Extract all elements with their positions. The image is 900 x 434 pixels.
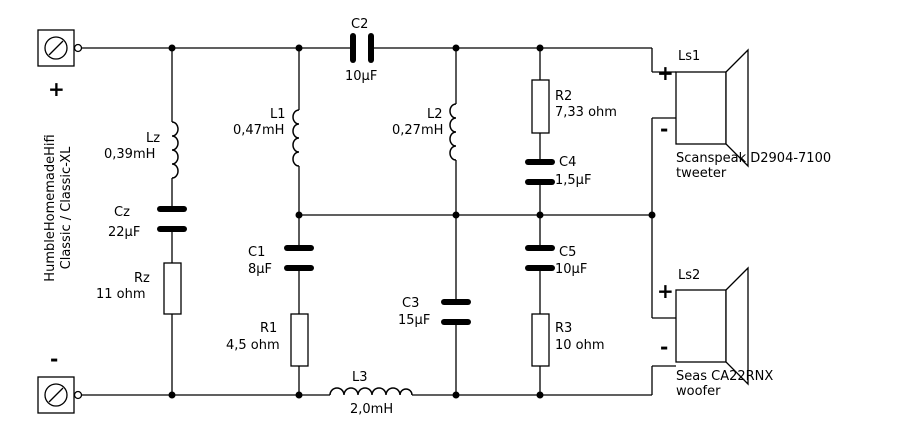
c4-ref: C4 — [559, 155, 576, 170]
vertical-title: HumbleHomemadeHifi Classic / Classic-XL — [43, 134, 74, 281]
rz-value: 11 ohm — [96, 287, 146, 302]
cz-value: 22µF — [108, 225, 140, 240]
capacitor-c5 — [525, 245, 555, 271]
r3-value: 10 ohm — [555, 338, 605, 353]
l1-ref: L1 — [270, 107, 286, 122]
resistor-rz — [163, 262, 182, 315]
c2-ref: C2 — [351, 17, 368, 32]
junction-dot — [536, 391, 544, 399]
input-terminal-plus — [37, 29, 83, 67]
inductor-l2 — [449, 103, 457, 161]
junctions — [168, 44, 656, 399]
lz-value: 0,39mH — [104, 147, 155, 162]
junction-dot — [452, 391, 460, 399]
l1-value: 0,47mH — [233, 123, 284, 138]
r2-ref: R2 — [555, 89, 572, 104]
ls1-plus-sign: + — [657, 61, 674, 85]
ls1-ref: Ls1 — [678, 49, 700, 64]
l2-ref: L2 — [427, 107, 443, 122]
junction-dot — [168, 44, 176, 52]
ls1-role: tweeter — [676, 166, 727, 181]
junction-dot — [168, 391, 176, 399]
cz-ref: Cz — [114, 205, 130, 220]
lz-ref: Lz — [146, 131, 160, 146]
r2-value: 7,33 ohm — [555, 105, 617, 120]
speaker-ls1-icon — [675, 48, 749, 168]
ls2-ref: Ls2 — [678, 268, 700, 283]
junction-dot — [295, 211, 303, 219]
rz-ref: Rz — [134, 271, 150, 286]
wiring — [78, 47, 676, 396]
junction-dot — [648, 211, 656, 219]
junction-dot — [452, 44, 460, 52]
input-terminal-minus — [37, 376, 83, 414]
c5-ref: C5 — [559, 245, 576, 260]
l3-ref: L3 — [352, 370, 368, 385]
capacitor-cz — [157, 206, 187, 232]
resistor-r3 — [531, 313, 550, 367]
junction-dot — [295, 391, 303, 399]
c1-ref: C1 — [248, 245, 265, 260]
l2-value: 0,27mH — [392, 123, 443, 138]
c2-value: 10µF — [345, 69, 377, 84]
inductor-lz — [171, 121, 179, 179]
resistor-r2 — [531, 79, 550, 134]
c3-value: 15µF — [398, 313, 430, 328]
ls1-minus-sign: - — [660, 117, 668, 141]
c3-ref: C3 — [402, 296, 419, 311]
ls2-minus-sign: - — [660, 335, 668, 359]
inductor-l3 — [329, 387, 413, 396]
r1-ref: R1 — [260, 321, 277, 336]
input-plus-sign: + — [48, 77, 65, 101]
speaker-ls2-icon — [675, 266, 749, 386]
c1-value: 8µF — [248, 262, 272, 277]
junction-dot — [536, 44, 544, 52]
capacitor-c1 — [284, 245, 314, 271]
c4-value: 1,5µF — [555, 173, 591, 188]
ls2-role: woofer — [676, 384, 721, 399]
input-minus-sign: - — [50, 347, 58, 371]
ls2-plus-sign: + — [657, 279, 674, 303]
c5-value: 10µF — [555, 262, 587, 277]
junction-dot — [295, 44, 303, 52]
capacitor-c4 — [525, 159, 555, 185]
ls2-model: Seas CA22RNX — [676, 369, 773, 384]
junction-dot — [452, 211, 460, 219]
l3-value: 2,0mH — [350, 402, 393, 417]
r1-value: 4,5 ohm — [226, 338, 280, 353]
capacitor-c2 — [350, 33, 374, 63]
junction-dot — [536, 211, 544, 219]
title-line-1: HumbleHomemadeHifi — [43, 134, 58, 281]
resistor-r1 — [290, 313, 309, 367]
inductor-l1 — [292, 109, 300, 167]
ls1-model: Scanspeak D2904-7100 — [676, 151, 831, 166]
capacitor-c3 — [441, 299, 471, 325]
title-line-2: Classic / Classic-XL — [59, 146, 74, 270]
r3-ref: R3 — [555, 321, 572, 336]
